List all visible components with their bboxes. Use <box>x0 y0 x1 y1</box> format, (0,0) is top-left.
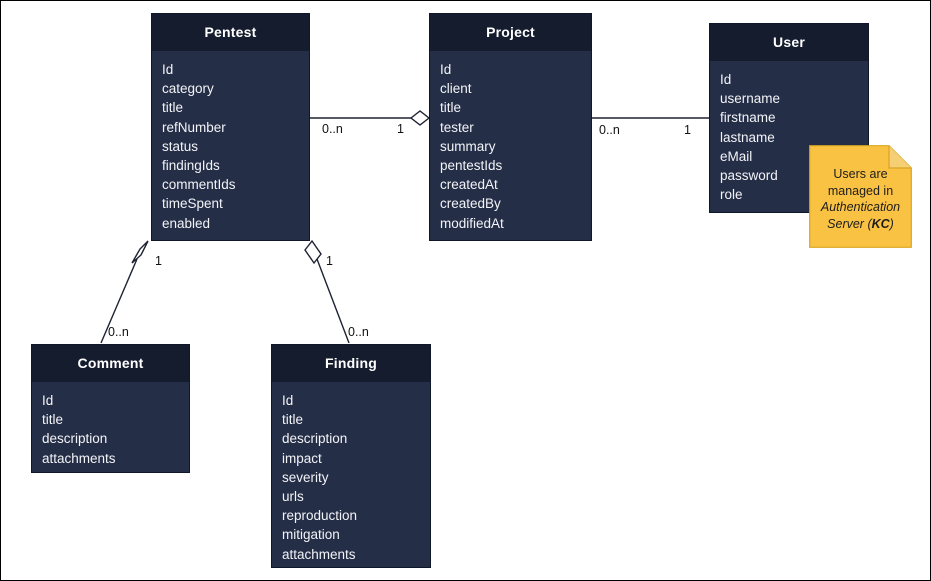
class-title-user: User <box>710 24 868 61</box>
class-attribute: title <box>440 100 462 116</box>
class-title-comment: Comment <box>32 345 189 382</box>
multiplicity-pentest-project-target: 1 <box>397 122 404 136</box>
multiplicity-pentest-finding-source: 1 <box>326 254 333 268</box>
class-attribute: firstname <box>720 110 776 126</box>
multiplicity-pentest-comment-source: 1 <box>155 254 162 268</box>
class-attribute: modifiedAt <box>440 215 504 231</box>
class-box-pentest[interactable]: Pentest Id category title refNumber stat… <box>151 13 310 241</box>
aggregation-diamond-finding <box>304 239 322 265</box>
class-attribute: title <box>282 412 304 428</box>
class-attribute: pentestIds <box>440 158 503 174</box>
class-attribute: Id <box>162 62 174 77</box>
class-title-finding: Finding <box>272 345 430 382</box>
class-attribute: Id <box>440 62 452 77</box>
note-line-2: managed in <box>827 183 894 198</box>
class-attribute: summary <box>440 138 496 154</box>
note-line-3: Authentication <box>820 200 901 214</box>
class-attribute: impact <box>282 450 322 466</box>
class-attribute: password <box>720 168 778 184</box>
class-attribute: description <box>42 431 108 447</box>
class-attributes-user: Id username firstname lastname eMail pas… <box>710 61 868 212</box>
multiplicity-pentest-comment-target: 0..n <box>108 325 129 339</box>
note-line-1: Users are <box>833 167 888 181</box>
class-attribute: lastname <box>720 129 775 145</box>
class-attribute: attachments <box>42 450 116 466</box>
class-attribute: commentIds <box>162 177 236 193</box>
note-line-4-bold: KC <box>871 216 890 231</box>
class-attribute: Id <box>282 393 294 408</box>
class-box-finding[interactable]: Finding Id title description impact seve… <box>271 344 431 568</box>
class-attributes-project: Id client title tester summary pentestId… <box>430 51 591 240</box>
note-line-4-prefix: Server ( <box>827 216 872 231</box>
class-attribute: enabled <box>162 215 211 231</box>
class-attribute: createdAt <box>440 177 498 193</box>
multiplicity-project-user-source: 0..n <box>599 123 620 137</box>
class-attributes-comment: Id title description attachments <box>32 382 189 472</box>
note-text: Users are managed in Authentication Serv… <box>809 166 912 232</box>
class-attribute: urls <box>282 489 304 505</box>
note-sticky-users: Users are managed in Authentication Serv… <box>809 145 912 248</box>
class-attribute: findingIds <box>162 158 220 174</box>
aggregation-diamond-comment <box>131 240 149 264</box>
multiplicity-pentest-project-source: 0..n <box>322 122 343 136</box>
class-attributes-pentest: Id category title refNumber status findi… <box>152 51 309 240</box>
aggregation-diamond-project <box>409 110 431 126</box>
multiplicity-project-user-target: 1 <box>684 123 691 137</box>
note-shape-icon <box>809 145 912 248</box>
class-title-pentest: Pentest <box>152 14 309 51</box>
class-attribute: category <box>162 81 214 97</box>
class-attribute: role <box>720 187 743 203</box>
class-attribute: Id <box>42 393 54 408</box>
class-attribute: eMail <box>720 148 753 164</box>
class-attribute: attachments <box>282 546 356 562</box>
class-attribute: title <box>42 412 64 428</box>
class-attribute: timeSpent <box>162 196 223 212</box>
class-attribute: client <box>440 81 472 97</box>
class-box-project[interactable]: Project Id client title tester summary p… <box>429 13 592 241</box>
class-attribute: refNumber <box>162 119 226 135</box>
class-attribute: username <box>720 91 781 107</box>
class-attribute: Id <box>720 72 732 87</box>
class-attribute: reproduction <box>282 508 358 524</box>
class-attribute: title <box>162 100 184 116</box>
multiplicity-pentest-finding-target: 0..n <box>348 325 369 339</box>
class-attribute: severity <box>282 469 329 485</box>
class-attribute: mitigation <box>282 527 340 543</box>
class-attribute: tester <box>440 119 474 135</box>
class-attribute: createdBy <box>440 196 501 212</box>
class-attribute: status <box>162 138 199 154</box>
note-line-4-suffix: ) <box>889 216 894 231</box>
class-attribute: description <box>282 431 348 447</box>
class-box-comment[interactable]: Comment Id title description attachments <box>31 344 190 473</box>
class-title-project: Project <box>430 14 591 51</box>
class-attributes-finding: Id title description impact severity url… <box>272 382 430 567</box>
association-line-pentest-finding <box>316 258 350 344</box>
